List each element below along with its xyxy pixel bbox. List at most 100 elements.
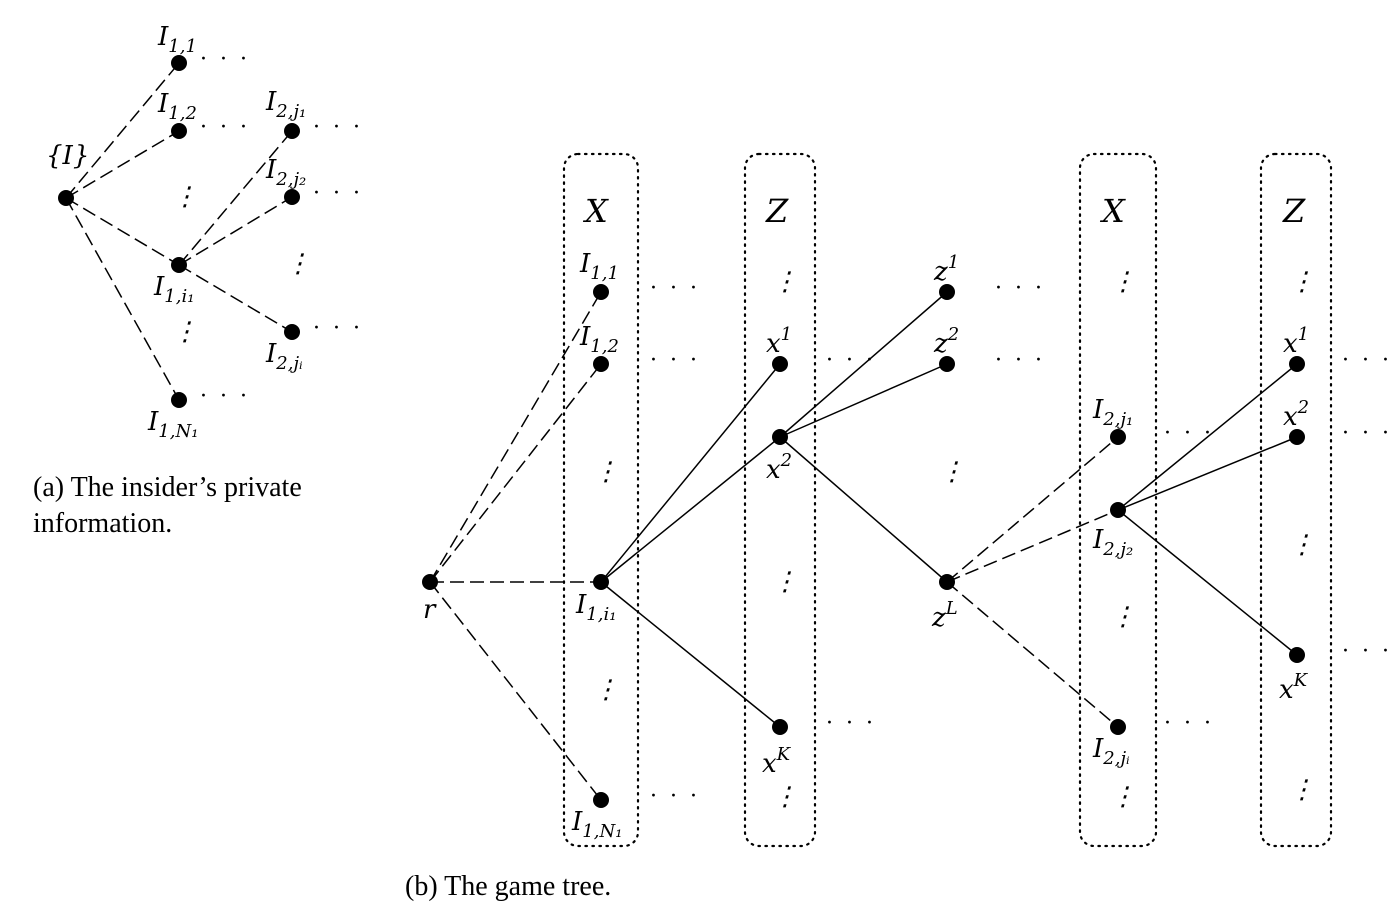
node-I12	[171, 123, 187, 139]
node-I1i1	[593, 574, 609, 590]
ellipsis-v: ⋮	[285, 249, 311, 279]
edge-zL-I2j2	[946, 509, 1119, 583]
ellipsis-v: ⋮	[1289, 530, 1315, 560]
label-I2ji: I2,jᵢ	[1092, 734, 1130, 769]
column-box-X1	[562, 152, 640, 848]
edge-I2j2-x2b	[1117, 436, 1298, 511]
label-I12: I1,2	[579, 322, 619, 357]
edge-zL-I2ji	[946, 581, 1119, 728]
edge-r-I12	[429, 363, 602, 583]
node-I1i1	[171, 257, 187, 273]
caption-a-line1: (a) The insider’s private	[33, 472, 302, 503]
ellipsis-h: · · ·	[1342, 348, 1392, 373]
edge-I-I11	[65, 62, 180, 199]
label-root-I: {I}	[46, 141, 89, 171]
ellipsis-v: ⋮	[1289, 267, 1315, 297]
ellipsis-v: ⋮	[772, 567, 798, 597]
caption-a-line2: information.	[33, 508, 172, 539]
node-I2j2	[284, 189, 300, 205]
ellipsis-h: · · ·	[200, 47, 250, 72]
ellipsis-v: ⋮	[593, 675, 619, 705]
edge-r-I1N1	[429, 581, 602, 801]
ellipsis-h: · · ·	[995, 276, 1045, 301]
ellipsis-v: ⋮	[593, 457, 619, 487]
ellipsis-v: ⋮	[172, 317, 198, 347]
ellipsis-h: · · ·	[313, 316, 363, 341]
label-I1i1: I1,i₁	[575, 590, 616, 625]
edge-zL-I2j1	[946, 436, 1119, 583]
label-I2j1: I2,j₁	[265, 87, 306, 122]
edge-x2-z1	[779, 291, 948, 438]
column-header-Z1: Z	[765, 192, 789, 230]
edge-x2-zL	[779, 436, 948, 583]
label-z1: z1	[933, 252, 959, 287]
node-I11	[171, 55, 187, 71]
edge-I2j2-x1b	[1117, 363, 1298, 511]
label-I2ji: I2,jᵢ	[265, 339, 303, 374]
ellipsis-h: · · ·	[650, 276, 700, 301]
panel-b-nodes	[422, 284, 1305, 808]
edge-I1i1-I2ji	[178, 264, 293, 333]
edge-I1i1-x1	[600, 363, 781, 583]
node-root-I	[58, 190, 74, 206]
ellipsis-v: ⋮	[1110, 602, 1136, 632]
dashed-edges	[429, 291, 1119, 801]
panel-a-edges	[65, 62, 293, 401]
column-header-X1: X	[582, 192, 609, 230]
label-x2b: x2	[1283, 397, 1309, 432]
ellipsis-h: · · ·	[650, 784, 700, 809]
ellipsis-h: · · ·	[313, 181, 363, 206]
label-xKb: xK	[1279, 670, 1309, 705]
edge-I-I1i1	[65, 197, 180, 266]
label-I2j1: I2,j₁	[1092, 395, 1133, 430]
node-x2b	[1289, 429, 1305, 445]
node-x2	[772, 429, 788, 445]
column-box-Z1	[743, 152, 817, 848]
ellipsis-v: ⋮	[939, 457, 965, 487]
edge-I1i1-I2j1	[178, 130, 293, 266]
label-xK: xK	[762, 744, 792, 779]
node-xKb	[1289, 647, 1305, 663]
ellipsis-v: ⋮	[172, 182, 198, 212]
column-header-Z2: Z	[1282, 192, 1306, 230]
ellipsis-h: · · ·	[1342, 421, 1392, 446]
label-I1N1: I1,N₁	[147, 407, 198, 442]
edge-I2j2-xKb	[1117, 509, 1298, 656]
label-zL: zL	[931, 598, 958, 633]
ellipsis-h: · · ·	[200, 115, 250, 140]
node-x1b	[1289, 356, 1305, 372]
label-I12: I1,2	[157, 89, 197, 124]
label-I11: I1,1	[157, 22, 197, 57]
edge-I1i1-x2	[600, 436, 781, 583]
node-r	[422, 574, 438, 590]
ellipsis-h: · · ·	[200, 384, 250, 409]
label-I2j2: I2,j₂	[1092, 525, 1133, 560]
node-I1N1	[593, 792, 609, 808]
ellipsis-h: · · ·	[1164, 711, 1214, 736]
edge-r-I11	[429, 291, 602, 583]
label-x1b: x1	[1283, 324, 1309, 359]
caption-b: (b) The game tree.	[405, 871, 611, 902]
label-z2: z2	[933, 324, 959, 359]
node-zL	[939, 574, 955, 590]
node-I2ji	[1110, 719, 1126, 735]
node-z2	[939, 356, 955, 372]
panel-a-nodes	[58, 55, 300, 408]
panel-b: X Z X Z	[405, 152, 1392, 902]
node-I2j1	[1110, 429, 1126, 445]
ellipsis-h: · · ·	[313, 115, 363, 140]
ellipsis-v: ⋮	[772, 267, 798, 297]
edge-I1i1-xK	[600, 581, 781, 728]
node-I2j1	[284, 123, 300, 139]
ellipsis-h: · · ·	[1164, 421, 1214, 446]
solid-edges	[600, 291, 1298, 728]
label-I2j2: I2,j₂	[265, 155, 306, 190]
edge-I-I1N1	[65, 197, 180, 401]
ellipsis-h: · · ·	[995, 348, 1045, 373]
edge-I-I12	[65, 130, 180, 199]
ellipsis-v: ⋮	[1110, 782, 1136, 812]
label-x2: x2	[766, 450, 792, 485]
node-z1	[939, 284, 955, 300]
label-x1: x1	[766, 324, 792, 359]
